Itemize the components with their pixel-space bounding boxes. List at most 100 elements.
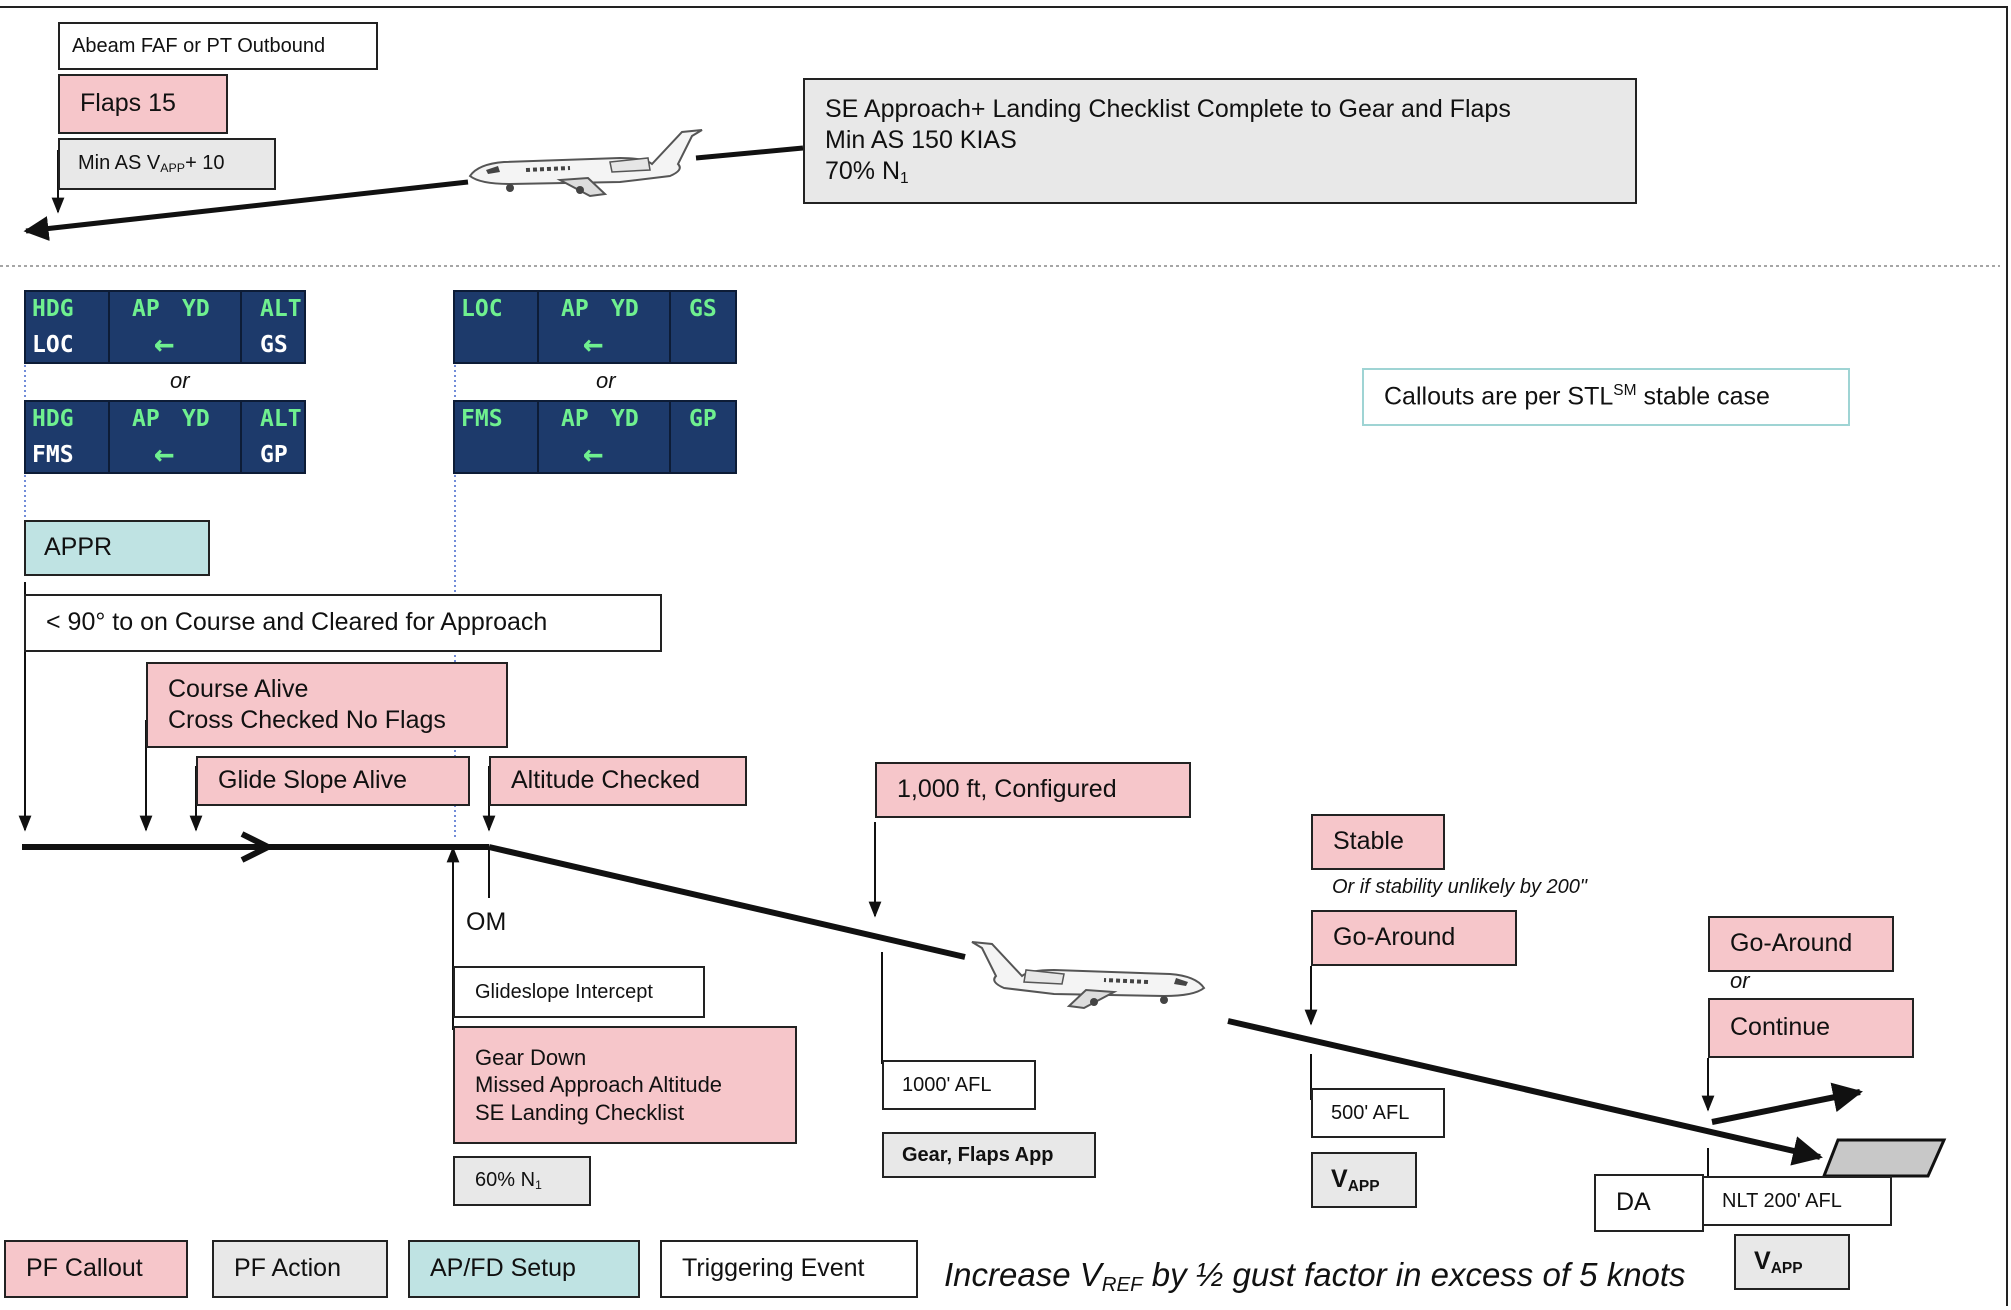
level-direction-chevron bbox=[240, 831, 275, 863]
appr-setup: APPR bbox=[24, 520, 210, 576]
callouts-note: Callouts are per STLSM stable case bbox=[1362, 368, 1850, 426]
outbound-path-left bbox=[23, 179, 469, 241]
continue-label: Continue bbox=[1730, 1013, 1831, 1042]
min-as-vapp-label: Min AS VAPP+ 10 bbox=[78, 152, 225, 176]
vapp-label: VAPP bbox=[1331, 1164, 1380, 1195]
fma-ap: AP bbox=[132, 296, 160, 322]
glideslope-path-2 bbox=[1227, 1018, 1823, 1166]
cleared-approach-label: < 90° to on Course and Cleared for Appro… bbox=[46, 608, 548, 637]
nlt-200-event: NLT 200' AFL bbox=[1702, 1176, 1892, 1226]
configured-label: 1,000 ft, Configured bbox=[897, 775, 1117, 804]
abeam-faf-event: Abeam FAF or PT Outbound bbox=[58, 22, 378, 70]
callouts-note-label: Callouts are per STLSM stable case bbox=[1384, 382, 1770, 411]
legend-ap-fd-setup-label: AP/FD Setup bbox=[430, 1254, 576, 1283]
fma-vertical-mode: GS bbox=[689, 296, 717, 322]
altitude-checked-label: Altitude Checked bbox=[511, 766, 701, 795]
legend-ap-fd-setup: AP/FD Setup bbox=[408, 1240, 640, 1298]
aircraft-top-icon bbox=[468, 129, 703, 198]
flaps-15-callout: Flaps 15 bbox=[58, 74, 228, 134]
aircraft-bottom-icon bbox=[971, 941, 1206, 1010]
fma-arrow-icon: ← bbox=[154, 434, 175, 474]
outer-marker-label: OM bbox=[466, 908, 507, 936]
afl-500-event: 500' AFL bbox=[1311, 1088, 1445, 1138]
afl-500-label: 500' AFL bbox=[1331, 1101, 1410, 1124]
gear-flaps-action: Gear, Flaps App bbox=[882, 1132, 1096, 1178]
fma-loc-gs-panel: LOC AP YD ← GS bbox=[453, 290, 737, 364]
appr-label: APPR bbox=[44, 533, 113, 562]
stable-callout: Stable bbox=[1311, 814, 1445, 870]
stability-note: Or if stability unlikely by 200" bbox=[1332, 876, 1587, 898]
fma-lateral-mode: HDG bbox=[32, 406, 74, 432]
fma-vertical-mode: ALT bbox=[260, 406, 302, 432]
fma-vertical-armed: GS bbox=[260, 332, 288, 358]
go-around-callout: Go-Around bbox=[1311, 910, 1517, 966]
fma-fms-gp-panel: FMS AP YD ← GP bbox=[453, 400, 737, 474]
diagram-frame bbox=[0, 6, 2008, 1306]
n1-60-action: 60% N1 bbox=[453, 1156, 591, 1206]
fma-yd: YD bbox=[611, 296, 639, 322]
course-alive-line2: Cross Checked No Flags bbox=[168, 706, 446, 734]
gear-down-callout: Gear Down Missed Approach Altitude SE La… bbox=[453, 1026, 797, 1144]
fma-ap: AP bbox=[561, 406, 589, 432]
glideslope-path-1 bbox=[488, 844, 966, 960]
or-label: or bbox=[596, 368, 616, 393]
legend-pf-action-label: PF Action bbox=[234, 1254, 341, 1283]
abeam-faf-label: Abeam FAF or PT Outbound bbox=[72, 34, 326, 57]
gear-down-line2: Missed Approach Altitude bbox=[475, 1072, 723, 1098]
course-alive-line1: Course Alive bbox=[168, 674, 309, 703]
glide-slope-alive-label: Glide Slope Alive bbox=[218, 766, 408, 795]
glide-slope-alive-callout: Glide Slope Alive bbox=[196, 756, 470, 806]
fma-ap: AP bbox=[561, 296, 589, 322]
se-approach-line2: Min AS 150 KIAS bbox=[825, 125, 1017, 154]
glideslope-intercept-event: Glideslope Intercept bbox=[453, 966, 705, 1018]
n1-60-label: 60% N1 bbox=[475, 1169, 542, 1193]
se-approach-line1: SE Approach+ Landing Checklist Complete … bbox=[825, 94, 1511, 123]
fma-lateral-mode: LOC bbox=[461, 296, 503, 322]
or-label: or bbox=[1730, 968, 1750, 993]
legend-triggering-event: Triggering Event bbox=[660, 1240, 918, 1298]
fma-yd: YD bbox=[182, 406, 210, 432]
go-around-path bbox=[1711, 1082, 1863, 1125]
gear-down-line1: Gear Down bbox=[475, 1044, 587, 1070]
vapp-label: VAPP bbox=[1754, 1246, 1803, 1277]
fma-arrow-icon: ← bbox=[583, 434, 604, 474]
fma-lateral-armed: LOC bbox=[32, 332, 74, 358]
gear-down-line3: SE Landing Checklist bbox=[475, 1099, 685, 1125]
legend-pf-callout: PF Callout bbox=[4, 1240, 188, 1298]
configured-callout: 1,000 ft, Configured bbox=[875, 762, 1191, 818]
legend-triggering-event-label: Triggering Event bbox=[682, 1254, 865, 1283]
fma-hdg-fms-panel: HDG FMS AP YD ← ALT GP bbox=[24, 400, 306, 474]
outbound-path-right bbox=[695, 145, 804, 161]
legend-pf-action: PF Action bbox=[212, 1240, 388, 1298]
cleared-approach-event: < 90° to on Course and Cleared for Appro… bbox=[24, 594, 662, 652]
stable-label: Stable bbox=[1333, 827, 1404, 856]
fma-arrow-icon: ← bbox=[154, 324, 175, 364]
min-as-vapp-action: Min AS VAPP+ 10 bbox=[58, 138, 276, 190]
continue-callout: Continue bbox=[1708, 998, 1914, 1058]
gear-flaps-label: Gear, Flaps App bbox=[902, 1143, 1054, 1166]
afl-1000-label: 1000' AFL bbox=[902, 1073, 992, 1096]
runway-icon bbox=[1821, 1138, 1947, 1178]
afl-1000-event: 1000' AFL bbox=[882, 1060, 1036, 1110]
da-event: DA bbox=[1594, 1174, 1704, 1232]
fma-yd: YD bbox=[182, 296, 210, 322]
fma-vertical-mode: ALT bbox=[260, 296, 302, 322]
fma-arrow-icon: ← bbox=[583, 324, 604, 364]
vapp-500-action: VAPP bbox=[1311, 1152, 1417, 1208]
course-alive-callout: Course Alive Cross Checked No Flags bbox=[146, 662, 508, 748]
legend-pf-callout-label: PF Callout bbox=[26, 1254, 143, 1283]
se-approach-line3: 70% N1 bbox=[825, 157, 909, 187]
se-approach-action: SE Approach+ Landing Checklist Complete … bbox=[803, 78, 1637, 204]
go-around-da-callout: Go-Around bbox=[1708, 916, 1894, 972]
fma-lateral-mode: FMS bbox=[461, 406, 503, 432]
go-around-da-label: Go-Around bbox=[1730, 929, 1853, 958]
fma-lateral-armed: FMS bbox=[32, 442, 74, 468]
vapp-da-action: VAPP bbox=[1734, 1234, 1850, 1290]
glideslope-intercept-label: Glideslope Intercept bbox=[475, 980, 653, 1003]
fma-hdg-loc-panel: HDG LOC AP YD ← ALT GS bbox=[24, 290, 306, 364]
da-label: DA bbox=[1616, 1188, 1651, 1217]
nlt-200-label: NLT 200' AFL bbox=[1722, 1189, 1842, 1212]
altitude-checked-callout: Altitude Checked bbox=[489, 756, 747, 806]
